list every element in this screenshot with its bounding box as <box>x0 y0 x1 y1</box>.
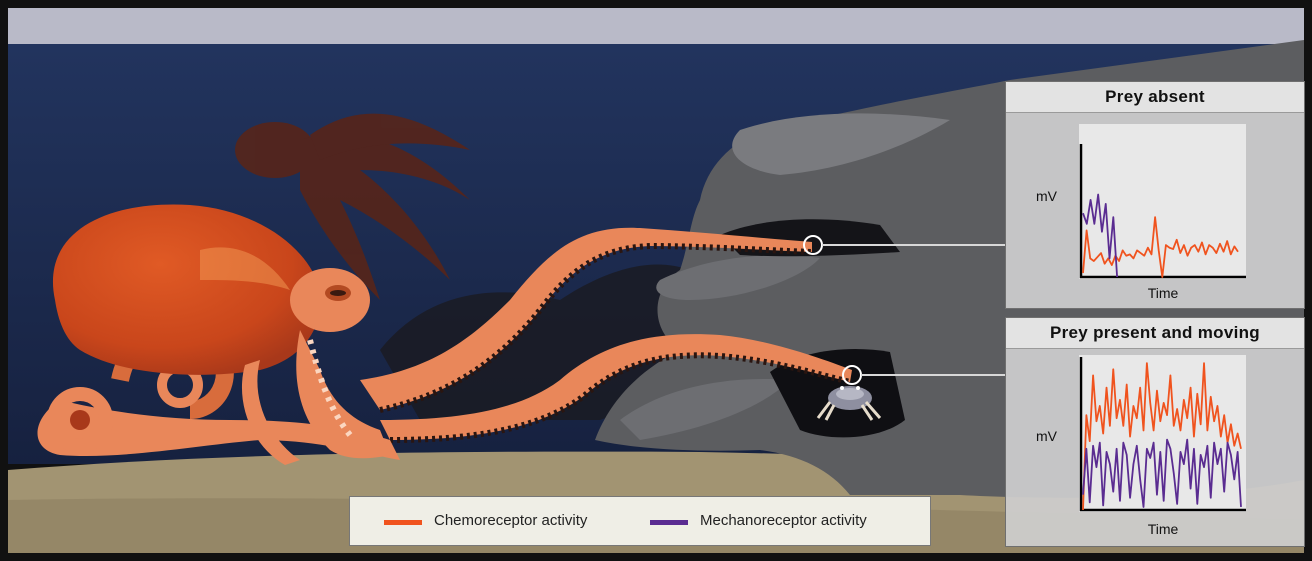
series-line-chemoreceptor <box>1083 217 1238 277</box>
legend-label-chemoreceptor: Chemoreceptor activity <box>434 512 587 529</box>
panel-title: Prey absent <box>1006 82 1304 113</box>
legend-label-mechanoreceptor: Mechanoreceptor activity <box>700 512 867 529</box>
chart-panel-prey-absent: Prey absent mV Time <box>1005 81 1305 309</box>
legend-swatch-mechanoreceptor <box>650 520 688 525</box>
water-surface <box>8 8 1304 44</box>
legend-swatch-chemoreceptor <box>384 520 422 525</box>
x-axis-label: Time <box>1123 285 1203 301</box>
y-axis-label: mV <box>1036 428 1057 444</box>
y-axis-label: mV <box>1036 188 1057 204</box>
panel-title: Prey present and moving <box>1006 318 1304 349</box>
plot-svg <box>1079 355 1246 512</box>
chart-panel-prey-present: Prey present and moving mV Time <box>1005 317 1305 547</box>
series-line-mechanoreceptor <box>1083 440 1241 507</box>
x-axis-label: Time <box>1123 521 1203 537</box>
plot-svg <box>1079 124 1246 279</box>
legend: Chemoreceptor activity Mechanoreceptor a… <box>349 496 931 546</box>
